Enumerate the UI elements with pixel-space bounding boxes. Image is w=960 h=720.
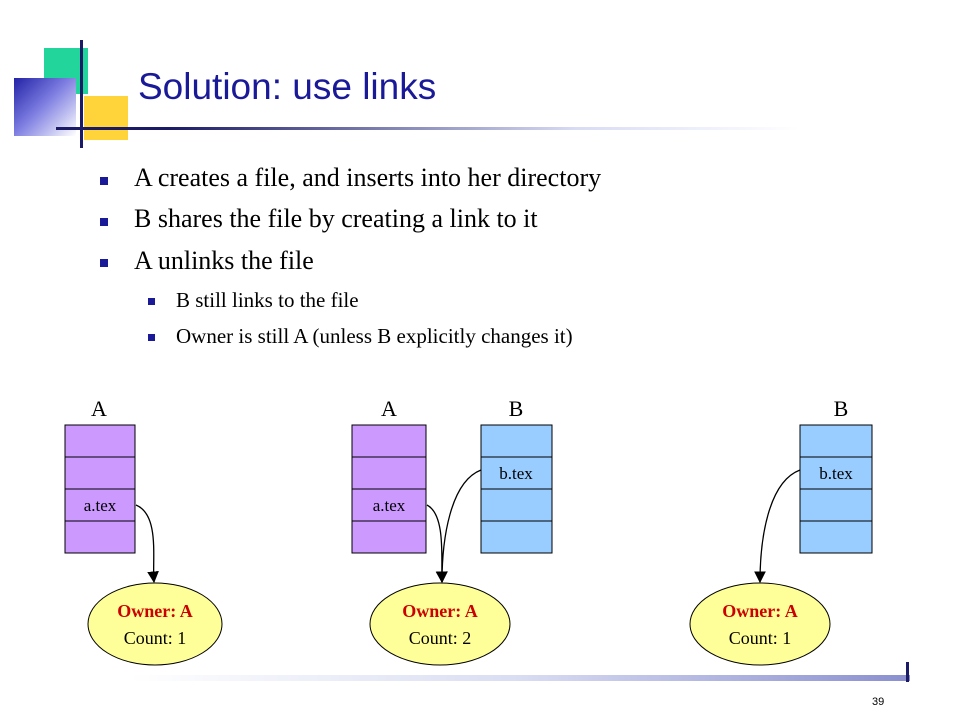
dir-entry (799, 456, 873, 490)
dir-entry (480, 424, 553, 458)
directory-label: B (509, 396, 524, 421)
directory-b: b.tex (799, 424, 873, 554)
dir-entry-label: a.tex (84, 496, 117, 515)
bullet-marker (100, 218, 108, 226)
directory-label: A (91, 396, 107, 421)
bullet-item: A creates a file, and inserts into her d… (134, 163, 602, 192)
title-underline (56, 127, 800, 130)
inode-owner: Owner: A (402, 601, 478, 621)
directory-a: a.tex (351, 424, 427, 554)
inode-count: Count: 1 (124, 628, 187, 648)
panel-3: B b.tex Owner: A Count: 1 (689, 396, 873, 666)
dir-entry (64, 520, 136, 554)
dir-entry-label: b.tex (819, 464, 853, 483)
dir-entry (480, 488, 553, 522)
sub-bullet-item: Owner is still A (unless B explicitly ch… (176, 324, 573, 348)
footer-tick (906, 662, 909, 682)
slide-logo (0, 0, 140, 150)
directory-label: B (834, 396, 849, 421)
directory-a: a.tex (64, 424, 136, 554)
dir-entry (799, 424, 873, 458)
link-arrow (426, 504, 448, 584)
dir-entry (480, 520, 553, 554)
link-arrow (436, 469, 482, 584)
directory-label: A (381, 396, 397, 421)
dir-entry (799, 520, 873, 554)
sub-bullet-marker (148, 334, 155, 341)
logo-blue-square (14, 78, 76, 136)
dir-entry (351, 520, 427, 554)
inode-count: Count: 2 (409, 628, 472, 648)
bullet-marker (100, 259, 108, 267)
logo-vertical-rule (80, 40, 83, 148)
dir-entry (351, 424, 427, 458)
dir-entry (64, 424, 136, 458)
inode-ellipse (689, 582, 831, 666)
bullet-item: B shares the file by creating a link to … (134, 204, 538, 233)
dir-entry (64, 456, 136, 490)
footer-rule (130, 675, 910, 681)
sub-bullet-item: B still links to the file (176, 288, 359, 312)
inode-owner: Owner: A (722, 601, 798, 621)
inode: Owner: A Count: 1 (689, 582, 831, 666)
logo-yellow-square (84, 96, 128, 140)
dir-entry (351, 456, 427, 490)
directory-b: b.tex (480, 424, 553, 554)
dir-entry-label: a.tex (373, 496, 406, 515)
link-arrow (135, 504, 159, 584)
slide-title: Solution: use links (138, 66, 437, 107)
inode-owner: Owner: A (117, 601, 193, 621)
sub-bullet-marker (148, 298, 155, 305)
dir-entry (480, 456, 553, 490)
inode-ellipse (369, 582, 511, 666)
bullet-item: A unlinks the file (134, 246, 314, 275)
link-arrow (754, 469, 801, 584)
inode: Owner: A Count: 2 (369, 582, 511, 666)
inode-count: Count: 1 (729, 628, 792, 648)
inode-ellipse (87, 582, 223, 666)
bullet-marker (100, 177, 108, 185)
panel-2: A a.tex B b.tex Owner: A Count: 2 (351, 396, 553, 666)
inode: Owner: A Count: 1 (87, 582, 223, 666)
dir-entry (799, 488, 873, 522)
page-number: 39 (872, 696, 885, 708)
panel-1: A a.tex Owner: A Count: 1 (64, 396, 223, 666)
dir-entry-label: b.tex (499, 464, 533, 483)
